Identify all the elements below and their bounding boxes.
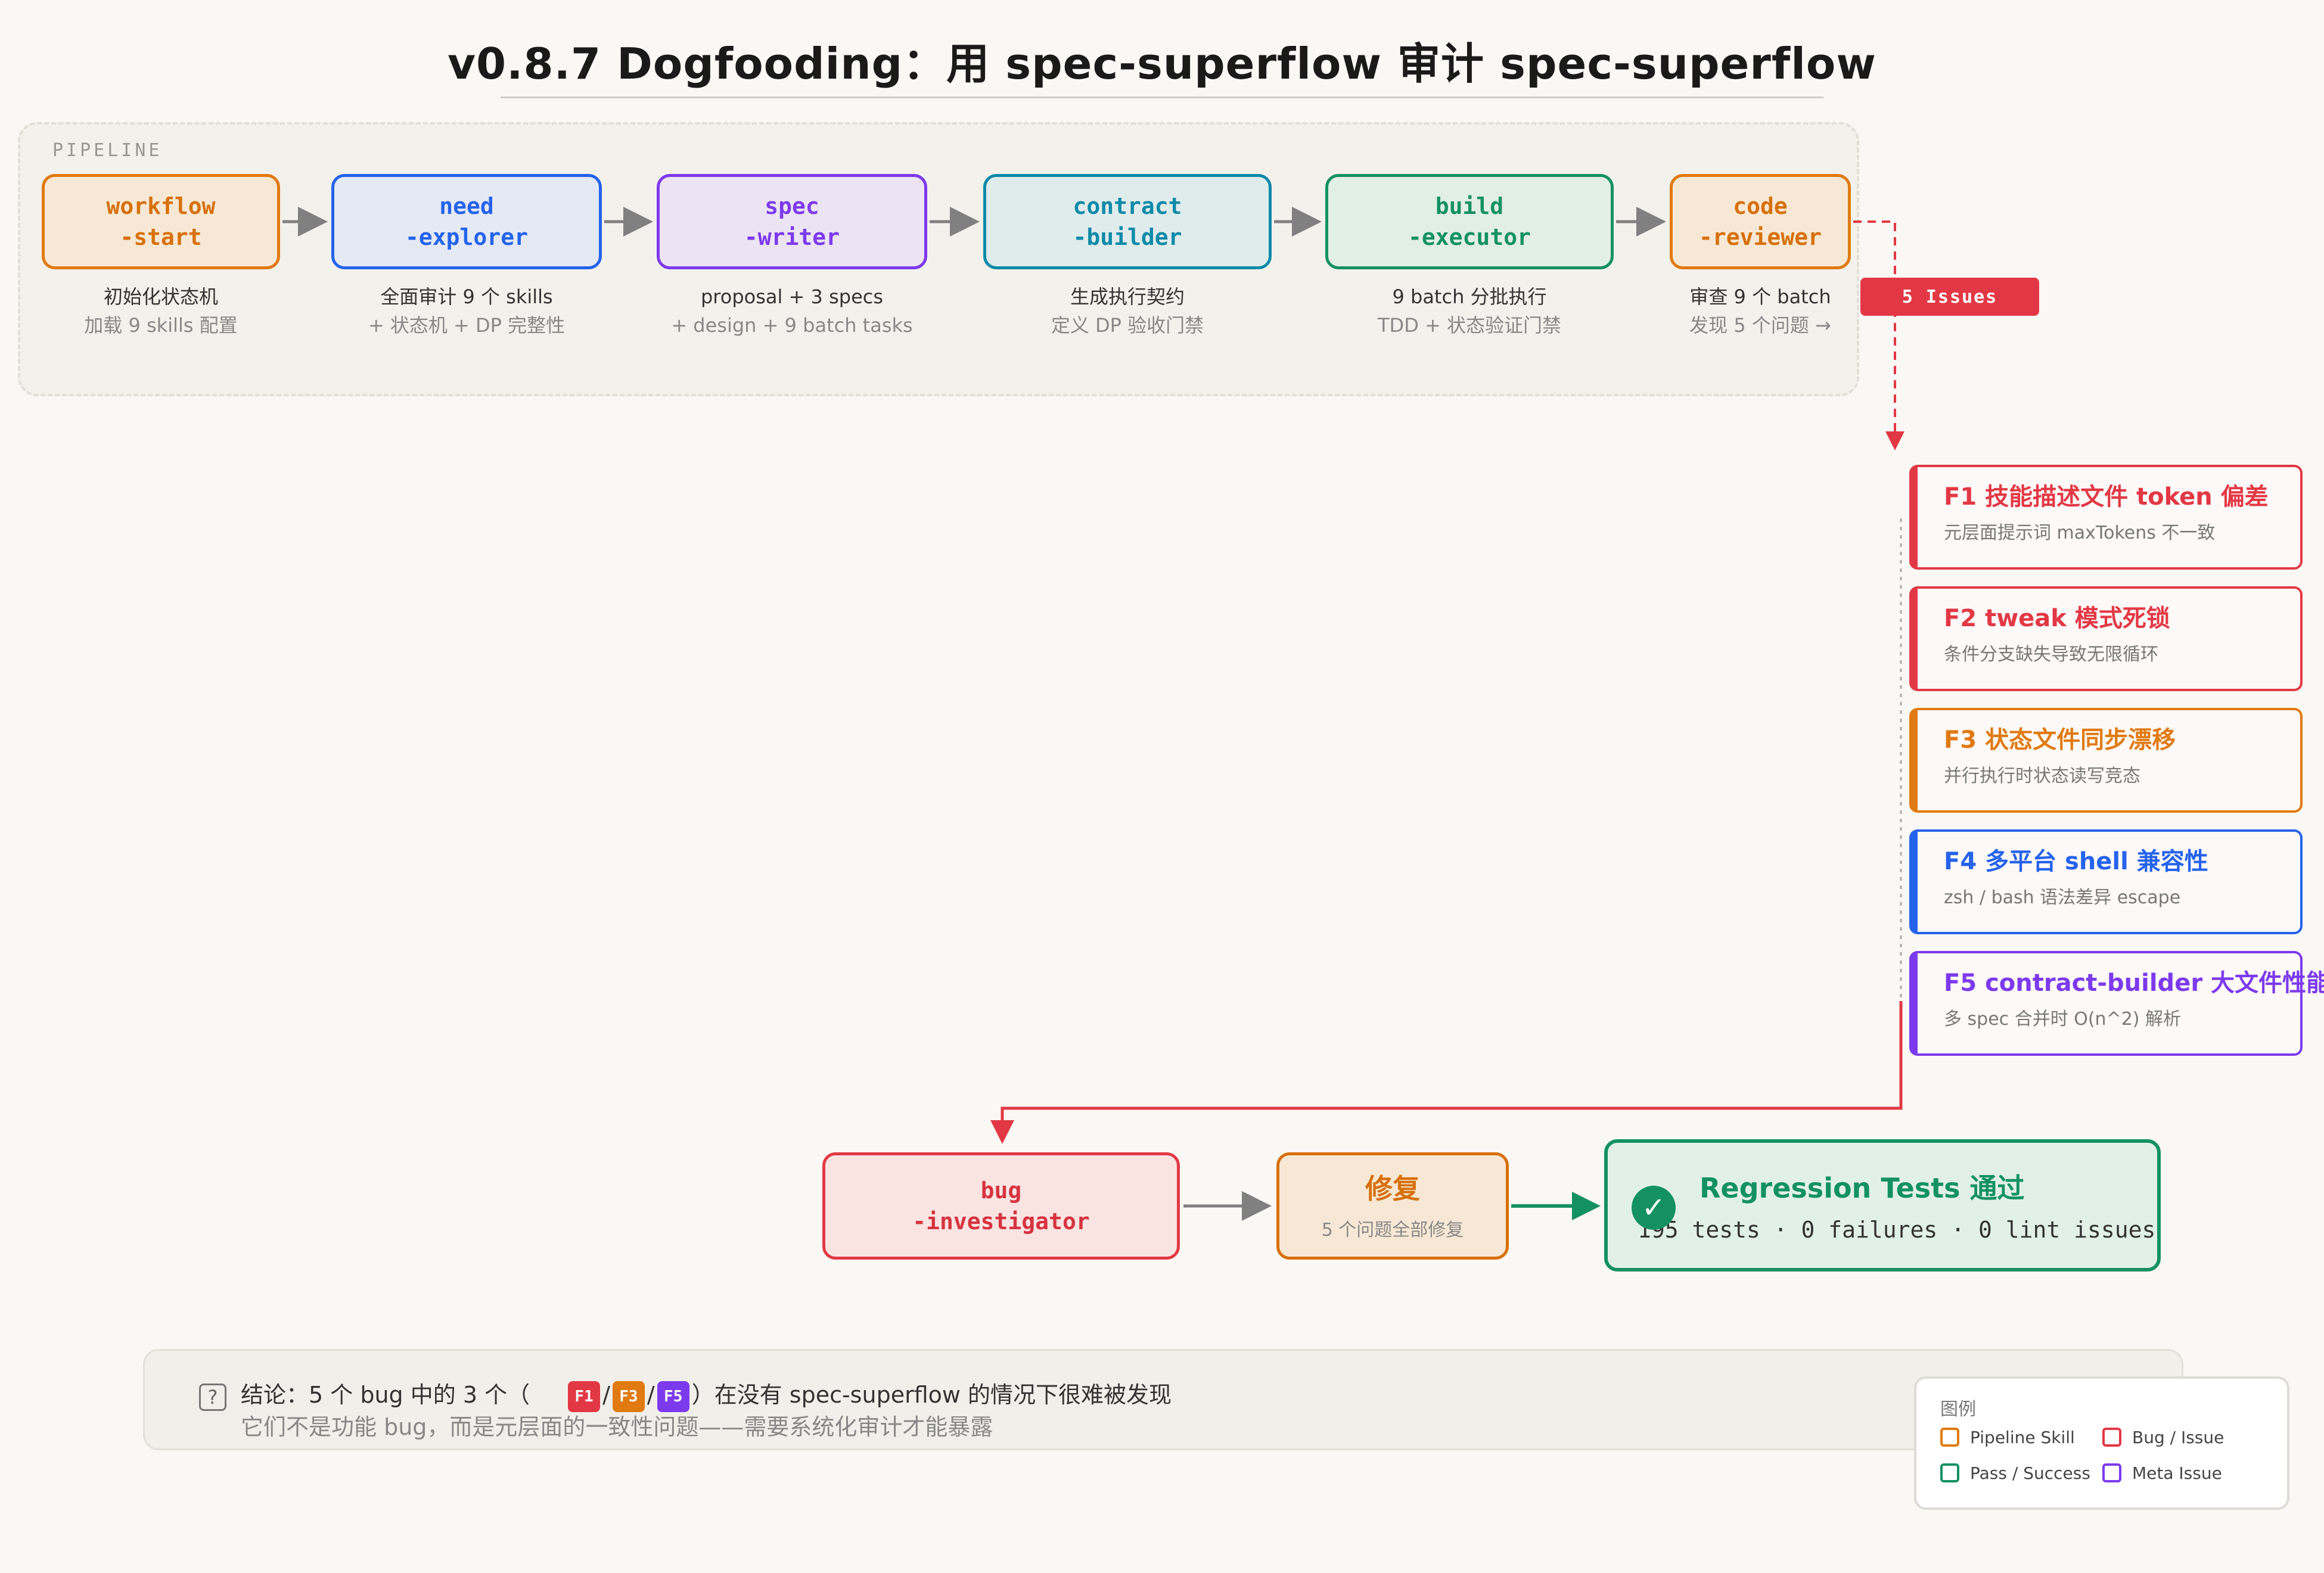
skill-workflow-start[interactable]: workflow -start (42, 174, 280, 269)
chip-f5: F5 (657, 1381, 689, 1412)
legend-swatch-meta (2102, 1463, 2121, 1482)
legend-swatch-bug (2102, 1428, 2121, 1447)
skill-desc: 生成执行契约定义 DP 验收门禁 (1051, 285, 1204, 337)
skill-line2: -writer (744, 224, 840, 250)
question-icon: ? (199, 1384, 226, 1411)
skill-line2: -executor (1408, 224, 1531, 250)
issue-sub: zsh / bash 语法差异 escape (1944, 887, 2181, 908)
skill-need-explorer[interactable]: need -explorer (331, 174, 602, 269)
check-icon: ✓ (1632, 1186, 1676, 1230)
conclusion-line1: 结论：5 个 bug 中的 3 个（F1/F3/F5）在没有 spec-supe… (241, 1376, 1172, 1412)
page-title: v0.8.7 Dogfooding：用 spec-superflow 审计 sp… (448, 39, 1876, 89)
pipeline-label: PIPELINE (52, 140, 163, 161)
issue-card-f3[interactable]: F3 状态文件同步漂移 并行执行时状态读写竞态 (1909, 708, 2303, 813)
issue-card-f5[interactable]: F5 contract-builder 大文件性能 多 spec 合并时 O(n… (1909, 951, 2324, 1056)
chip-f3: F3 (612, 1381, 645, 1412)
skill-line2: -start (120, 224, 202, 250)
conclusion-line2: 它们不是功能 bug，而是元层面的一致性问题——需要系统化审计才能暴露 (241, 1414, 993, 1440)
regression-title: Regression Tests 通过 (1699, 1172, 2025, 1204)
skill-build-executor[interactable]: build -executor (1325, 174, 1614, 269)
issue-title: F4 多平台 shell 兼容性 (1944, 848, 2208, 875)
legend-swatch-pipeline (1940, 1428, 1959, 1447)
fix-box[interactable]: 修复 5 个问题全部修复 (1276, 1152, 1509, 1260)
skill-line2: -builder (1073, 224, 1182, 250)
regression-sub: 195 tests · 0 failures · 0 lint issues (1638, 1217, 2156, 1243)
skill-line1: bug (980, 1177, 1022, 1204)
issue-sub: 元层面提示词 maxTokens 不一致 (1944, 523, 2216, 543)
skill-line1: code (1733, 193, 1788, 219)
chip-f1: F1 (568, 1381, 601, 1412)
skill-contract-builder[interactable]: contract -builder (983, 174, 1272, 269)
issue-title: F2 tweak 模式死锁 (1944, 605, 2170, 632)
skill-line1: need (439, 193, 494, 219)
fix-sub: 5 个问题全部修复 (1321, 1220, 1464, 1241)
skill-line1: spec (765, 193, 819, 219)
skill-desc: 初始化状态机加载 9 skills 配置 (84, 285, 238, 337)
issue-sub: 多 spec 合并时 O(n^2) 解析 (1944, 1009, 2182, 1030)
legend-label: Pipeline Skill (1970, 1428, 2075, 1447)
issue-title: F1 技能描述文件 token 偏差 (1944, 483, 2269, 511)
issue-sub: 并行执行时状态读写竞态 (1944, 766, 2140, 786)
issue-card-f1[interactable]: F1 技能描述文件 token 偏差 元层面提示词 maxTokens 不一致 (1909, 465, 2303, 570)
skill-line1: contract (1073, 193, 1182, 219)
issue-card-f2[interactable]: F2 tweak 模式死锁 条件分支缺失导致无限循环 (1909, 586, 2303, 691)
legend-label: Pass / Success (1970, 1463, 2090, 1483)
skill-spec-writer[interactable]: spec -writer (657, 174, 927, 269)
conclusion-panel (143, 1349, 2183, 1450)
legend-label: Bug / Issue (2132, 1428, 2224, 1447)
bug-arrow (990, 1001, 1903, 1144)
legend-label: Meta Issue (2132, 1463, 2222, 1483)
skill-line2: -explorer (405, 224, 528, 250)
regression-box[interactable] (1604, 1139, 2161, 1272)
fix-title: 修复 (1365, 1173, 1420, 1205)
issue-title: F5 contract-builder 大文件性能 (1944, 969, 2324, 997)
skill-bug-investigator[interactable]: bug -investigator (822, 1152, 1180, 1260)
legend-title: 图例 (1940, 1399, 1976, 1420)
legend-swatch-pass (1940, 1463, 1959, 1482)
legend (1914, 1376, 2289, 1510)
skill-code-reviewer[interactable]: code -reviewer (1670, 174, 1851, 269)
issues-arrow (1853, 220, 1904, 450)
skill-desc: 全面审计 9 个 skills+ 状态机 + DP 完整性 (368, 285, 566, 337)
issues-badge: 5 Issues (1860, 278, 2039, 316)
issue-sub: 条件分支缺失导致无限循环 (1944, 644, 2158, 665)
issue-card-f4[interactable]: F4 多平台 shell 兼容性 zsh / bash 语法差异 escape (1909, 829, 2303, 934)
issue-title: F3 状态文件同步漂移 (1944, 726, 2176, 754)
skill-line2: -reviewer (1699, 224, 1822, 250)
skill-desc: proposal + 3 specs+ design + 9 batch tas… (671, 285, 913, 337)
title-divider (501, 97, 1823, 98)
skill-line1: workflow (106, 193, 216, 219)
skill-line2: -investigator (912, 1208, 1090, 1235)
skill-line1: build (1435, 193, 1504, 219)
